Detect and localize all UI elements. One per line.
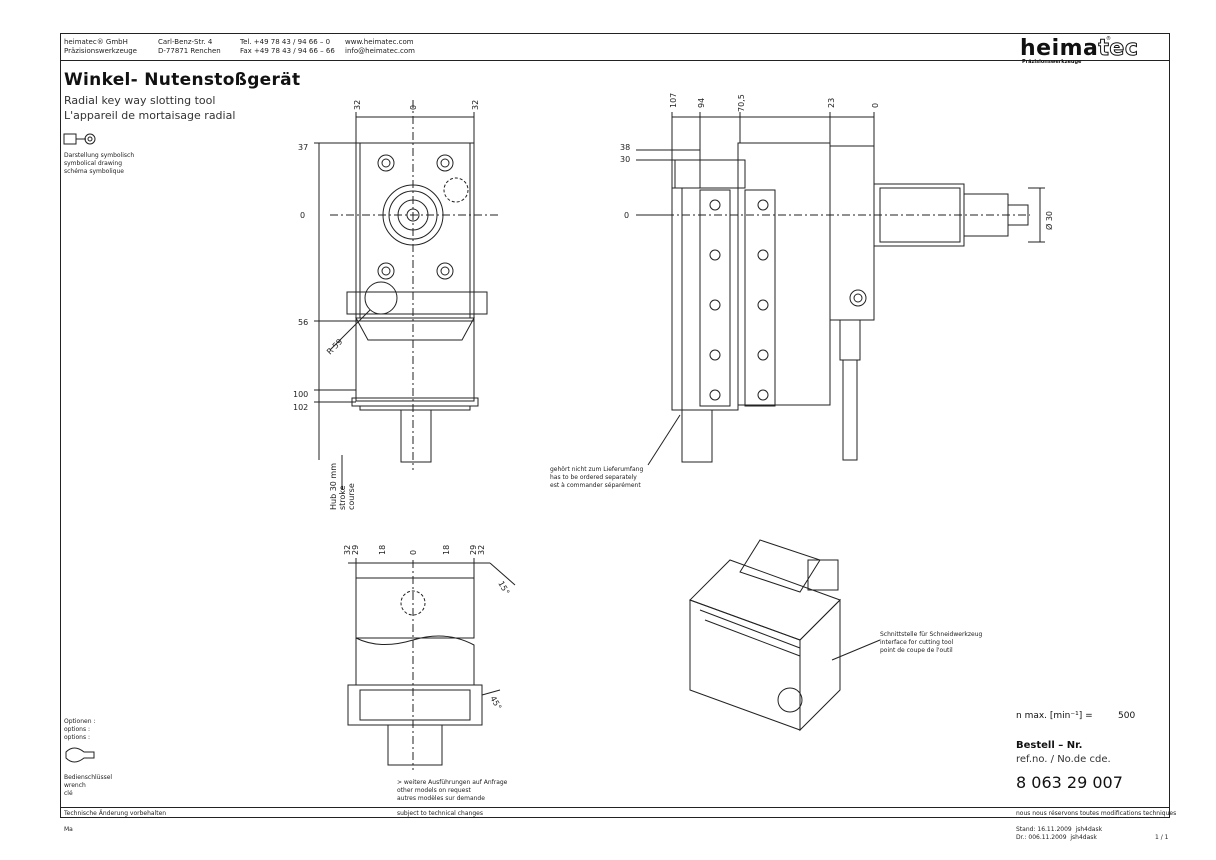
dim-side-left-1: 38 [620,143,630,152]
web-block: www.heimatec.com info@heimatec.com [345,38,415,56]
dim-side-diameter: Ø 30 [1044,211,1054,230]
dim-side-top-2: 94 [697,98,706,108]
front-view [314,100,500,490]
footer-ma: Ma [64,826,73,833]
speed-label: n max. [min⁻¹] = [1016,711,1093,721]
symbol-icon [63,133,96,145]
address-street: Carl-Benz-Str. 4 [158,38,213,46]
stroke-note-1: Hub 30 mm [329,463,338,510]
stroke-note-3: course [347,483,356,510]
page-number: 1 / 1 [1155,834,1169,841]
registered-mark: ® [1106,36,1111,42]
order-sublabel: ref.no. / No.de cde. [1016,754,1111,765]
company-tagline: Präzisionswerkzeuge [64,47,137,55]
footer-mid-note: subject to technical changes [397,810,483,817]
dim-front-radius: R 59 [325,337,344,356]
speed-value: 500 [1118,711,1136,721]
dim-bottom-4: 0 [409,550,418,555]
phone-number: Tel. +49 78 43 / 94 66 – 0 [240,38,331,46]
dim-side-top-3: 70,5 [737,94,746,112]
header-divider [60,60,1170,61]
dim-bottom-6: 29 [469,545,478,555]
footer-right-note: nous nous réservons toutes modifications… [1016,810,1177,817]
dim-bottom-2: 29 [351,545,360,555]
phone-block: Tel. +49 78 43 / 94 66 – 0 Fax +49 78 43… [240,38,335,56]
website-link[interactable]: www.heimatec.com [345,38,414,46]
title-french: L'appareil de mortaisage radial [64,109,236,122]
dim-front-top-1: 32 [353,100,362,110]
dim-front-top-2: 0 [409,105,418,110]
dim-front-left-4: 100 [293,390,308,399]
dim-bottom-3: 18 [378,545,387,555]
fax-number: Fax +49 78 43 / 94 66 – 66 [240,47,335,55]
dim-front-left-1: 37 [298,143,308,152]
dim-bottom-7: 32 [477,545,486,555]
title-german: Winkel- Nutenstoßgerät [64,70,301,90]
dim-front-left-3: 56 [298,318,308,327]
dim-side-left-3: 0 [624,211,629,220]
dim-bottom-angle-1: 15° [496,580,511,597]
company-block: heimatec® GmbH Präzisionswerkzeuge [64,38,137,56]
heimatec-logo: heimatec [1020,36,1139,62]
drawing-frame [60,33,1170,818]
dim-bottom-5: 18 [442,545,451,555]
stroke-note-2: stroke [338,485,347,510]
order-label: Bestell – Nr. [1016,740,1083,751]
footer-left-note: Technische Änderung vorbehalten [64,810,167,817]
dim-side-top-1: 107 [669,93,678,108]
dim-front-left-5: 102 [293,403,308,412]
logo-subtitle: Präzisionswerkzeuge [1022,59,1082,65]
address-block: Carl-Benz-Str. 4 D-77871 Renchen [158,38,221,56]
footer-dates: Stand: 16.11.2009 jsh4dask Dr.: 006.11.2… [1016,826,1103,841]
dim-bottom-1: 32 [343,545,352,555]
dim-front-left-2: 0 [300,211,305,220]
options-block: Optionen :options :options : [64,718,96,741]
dim-side-top-4: 23 [827,98,836,108]
wrench-icon [65,747,95,763]
company-name: heimatec® GmbH [64,38,128,46]
side-view [636,112,1045,466]
email-link[interactable]: info@heimatec.com [345,47,415,55]
title-english: Radial key way slotting tool [64,94,216,107]
order-number: 8 063 29 007 [1016,773,1123,792]
dim-bottom-angle-2: 45° [488,695,503,712]
address-city: D-77871 Renchen [158,47,221,55]
bottom-view [347,558,516,770]
dim-side-left-2: 30 [620,155,630,164]
dim-front-top-3: 32 [471,100,480,110]
dim-side-top-5: 0 [871,103,880,108]
isometric-view [689,539,881,732]
footer-divider [60,807,1170,808]
